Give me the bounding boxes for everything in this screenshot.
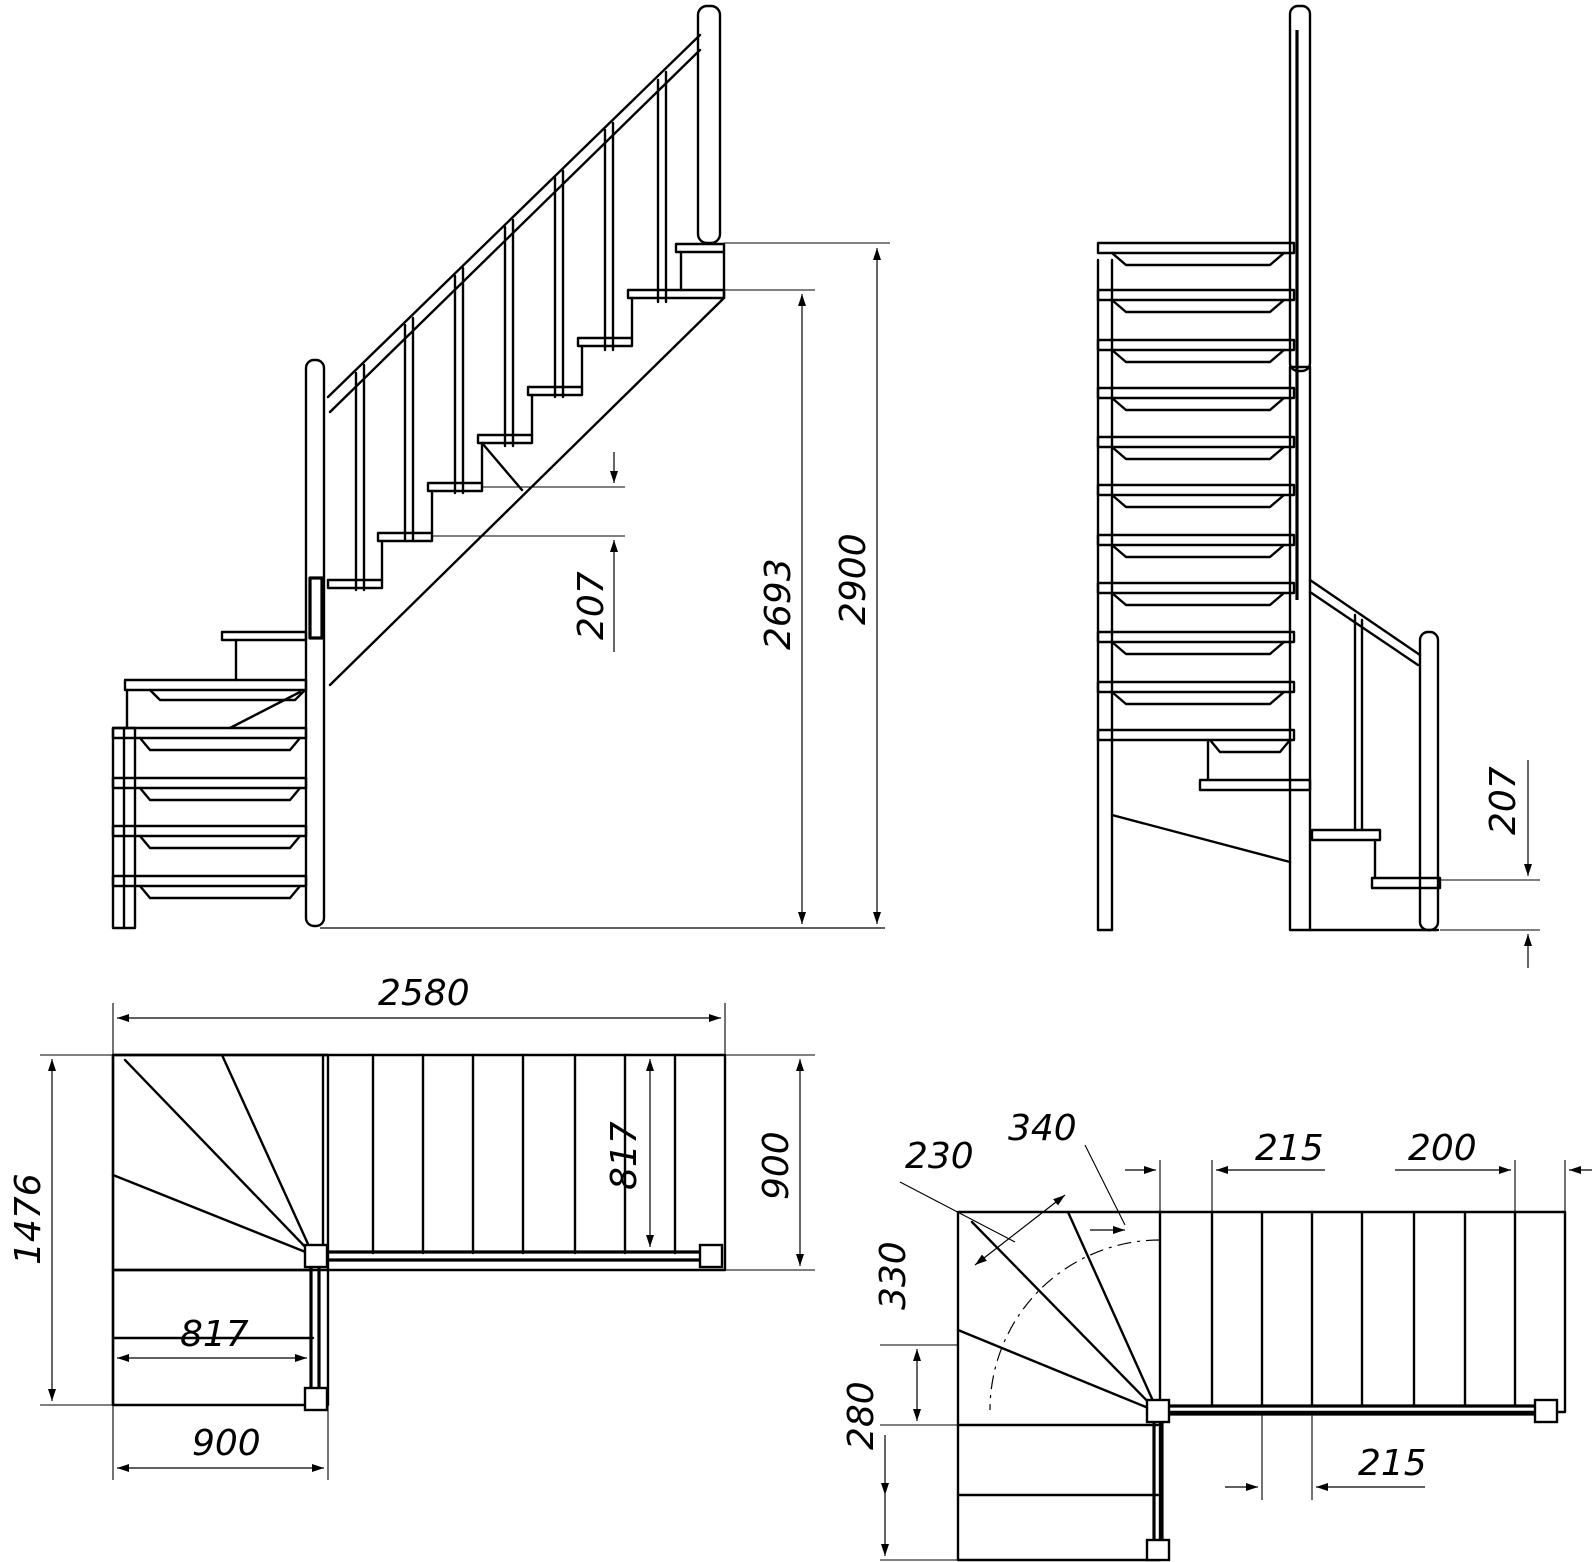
dim-front-tread-rise: 207: [1483, 766, 1524, 835]
dim-plan-900-bottom: 900: [192, 1423, 261, 1464]
dim-plan-1476: 1476: [8, 1173, 49, 1265]
dim-side-tread-rise: 207: [571, 571, 612, 640]
dim-detail-330: 330: [873, 1241, 914, 1310]
dim-plan-2580: 2580: [378, 973, 470, 1014]
dim-detail-200: 200: [1408, 1128, 1477, 1169]
side-elevation: 207 2693 2900: [111, 4, 890, 930]
detail-plan: 230 340 215 200 330 280 215: [841, 1108, 1592, 1562]
dim-plan-817-upper: 817: [604, 1121, 645, 1190]
dim-detail-230: 230: [905, 1136, 974, 1177]
plan-view: 2580 1476 900 817 817 900: [8, 973, 815, 1480]
front-elevation: 207: [1096, 4, 1540, 968]
dim-detail-215-bottom: 215: [1358, 1443, 1427, 1484]
dim-detail-340: 340: [1008, 1108, 1077, 1149]
dim-detail-280: 280: [841, 1381, 882, 1450]
dim-detail-215-top: 215: [1255, 1128, 1324, 1169]
dim-side-2900: 2900: [833, 533, 874, 625]
dim-side-2693: 2693: [758, 558, 799, 650]
dim-plan-817-lower: 817: [180, 1314, 249, 1355]
dim-plan-900-right: 900: [756, 1131, 797, 1200]
